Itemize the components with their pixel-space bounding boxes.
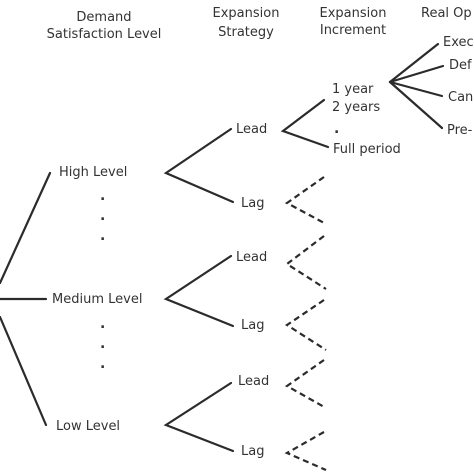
strategy-fork-medium [163,254,235,328]
option-label-3: Can [448,90,473,105]
ellipsis-dot: . [100,336,105,352]
increment-ellipsis: . [334,121,339,137]
ellipsis-dot: . [100,316,105,332]
header-increment-line2: Increment [320,23,386,38]
demand-low-label: Low Level [56,419,120,434]
increment-two-years: 2 years [332,100,380,115]
dashed-fork [284,299,327,351]
increment-one-year: 1 year [332,82,374,97]
root-branch-low [0,315,48,427]
header-demand-line2: Satisfaction Level [47,27,162,42]
dashed-fork [285,235,327,290]
header-strategy-line1: Expansion [213,6,280,21]
option-branch [388,80,444,98]
header-demand-line1: Demand [76,10,131,25]
option-branch [388,64,445,84]
strategy-fork-low [163,381,235,453]
demand-high-label: High Level [59,165,127,180]
increment-full-period: Full period [333,142,401,157]
strategy-lag-label: Lag [241,196,264,211]
strategy-lag-label: Lag [241,444,264,459]
strategy-lead-label: Lead [236,250,267,265]
ellipsis-dot: . [100,188,105,204]
option-label-4: Pre- [447,123,473,138]
ellipsis-dot: . [100,228,105,244]
header-increment-line1: Expansion [320,6,387,21]
strategy-lag-label: Lag [241,318,264,333]
option-label-2: Def [449,58,472,73]
option-label-1: Exec [443,35,474,50]
ellipsis-dot: . [100,208,105,224]
dashed-fork [284,359,327,409]
header-strategy-line2: Strategy [218,25,274,40]
ellipsis-dot: . [100,356,105,372]
strategy-lead-label: Lead [236,122,267,137]
dashed-fork [284,431,327,472]
strategy-lead-label: Lead [238,374,269,389]
option-branch [388,80,444,130]
root-branch-high [0,171,52,285]
dashed-fork [284,176,327,225]
option-branch [388,42,440,84]
strategy-fork-high [163,127,235,204]
header-options-line1: Real Op [421,6,472,21]
increment-fork [280,98,330,149]
demand-medium-label: Medium Level [52,292,142,307]
